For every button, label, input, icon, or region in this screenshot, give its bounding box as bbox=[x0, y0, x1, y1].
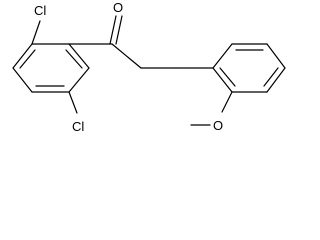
ring2-inner-double-bond bbox=[263, 67, 279, 87]
bond-to-methoxy-oxygen bbox=[221, 91, 233, 113]
ring2-bond bbox=[212, 67, 233, 93]
bond-to-chlorine-bottom bbox=[68, 91, 78, 114]
ring1-bond bbox=[12, 43, 33, 69]
ring2-bond bbox=[266, 67, 286, 93]
ring1-inner-double-bond bbox=[19, 49, 36, 69]
carbonyl-double-bond bbox=[109, 15, 117, 45]
ring2-bond bbox=[266, 43, 286, 69]
ring1-inner-double-bond bbox=[65, 49, 83, 69]
ring1-bond bbox=[68, 43, 90, 69]
bond-to-chlorine-top bbox=[31, 20, 41, 45]
ring1-bond bbox=[12, 67, 33, 93]
chlorine-atom-bottom: Cl bbox=[72, 119, 84, 134]
ring2-inner-double-bond bbox=[219, 67, 236, 87]
chain-bond bbox=[111, 43, 142, 69]
dichlorophenyl-ring bbox=[12, 43, 90, 93]
carbonyl-oxygen-atom: O bbox=[113, 0, 123, 15]
ring2-bond bbox=[212, 43, 233, 69]
ring1-bond bbox=[68, 67, 90, 93]
chlorine-atom-top: Cl bbox=[34, 3, 46, 18]
chemical-structure-diagram: Cl Cl O O bbox=[12, 0, 286, 134]
methoxy-oxygen-atom: O bbox=[213, 118, 223, 133]
methoxyphenyl-ring bbox=[212, 43, 286, 93]
carbonyl-double-bond bbox=[115, 15, 123, 45]
